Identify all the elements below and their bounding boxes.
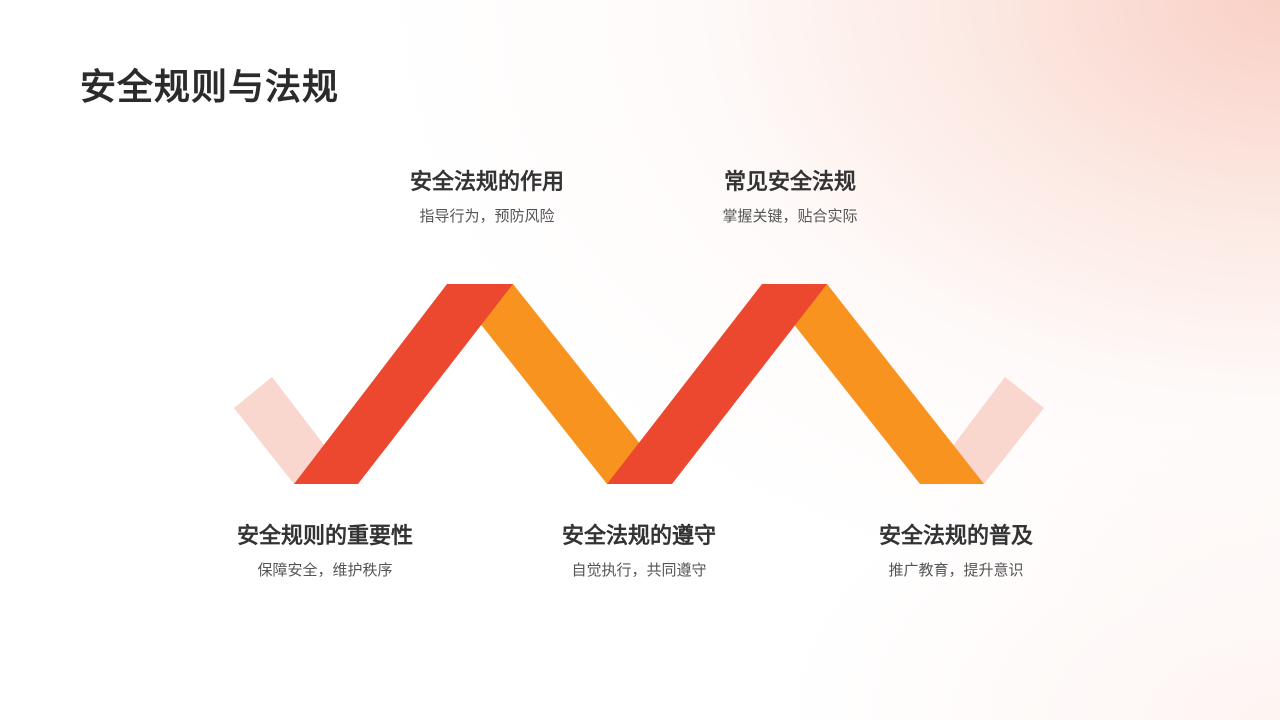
step-label-popularization: 安全法规的普及 推广教育，提升意识 [826,523,1086,580]
ribbon-band-orange-1 [449,284,672,484]
step-heading: 安全规则的重要性 [236,524,413,549]
slide-title: 安全规则与法规 [80,67,340,108]
ribbon-band-red-2 [607,284,827,484]
step-label-common-regulations: 常见安全法规 掌握关键，贴合实际 [660,169,920,226]
step-subtext: 指导行为，预防风险 [419,207,555,225]
step-heading: 常见安全法规 [723,170,856,195]
step-subtext: 推广教育，提升意识 [888,561,1024,579]
step-subtext: 掌握关键，贴合实际 [722,207,858,225]
step-label-role: 安全法规的作用 指导行为，预防风险 [357,169,617,226]
step-heading: 安全法规的作用 [409,170,564,195]
step-label-importance: 安全规则的重要性 保障安全，维护秩序 [195,523,455,580]
ribbon-band-red-1 [294,284,513,484]
step-label-compliance: 安全法规的遵守 自觉执行，共同遵守 [509,523,769,580]
step-subtext: 保障安全，维护秩序 [257,561,393,579]
ribbon-band-orange-2 [762,284,984,484]
step-subtext: 自觉执行，共同遵守 [571,561,707,579]
step-heading: 安全法规的遵守 [561,524,716,549]
step-heading: 安全法规的普及 [878,524,1033,549]
